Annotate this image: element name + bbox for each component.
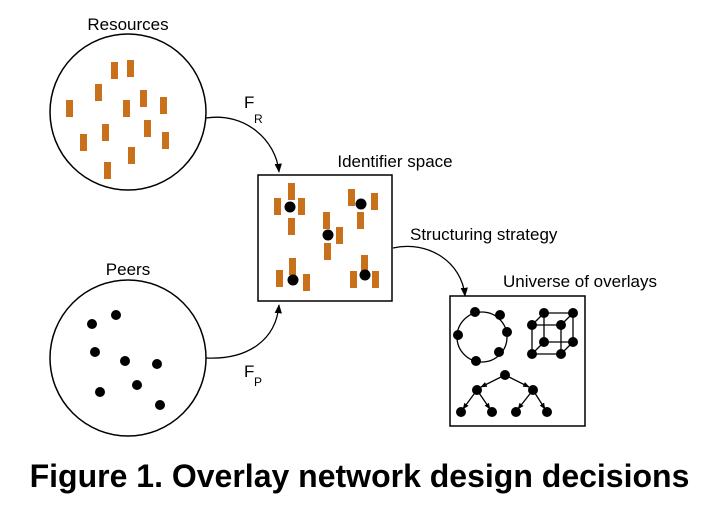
resource-item bbox=[372, 271, 379, 288]
resource-item bbox=[323, 212, 330, 229]
resource-item bbox=[371, 193, 378, 210]
resource-item bbox=[276, 270, 283, 287]
universe-of-overlays-label: Universe of overlays bbox=[503, 272, 657, 291]
universe-of-overlays-box bbox=[449, 295, 586, 427]
overlay-node bbox=[502, 327, 512, 337]
resource-items bbox=[66, 60, 169, 179]
resource-item bbox=[350, 271, 357, 288]
overlay-node bbox=[539, 337, 549, 347]
resource-item bbox=[298, 198, 305, 215]
structuring-strategy-label: Structuring strategy bbox=[410, 225, 558, 244]
fp-subscript: P bbox=[254, 375, 262, 389]
overlay-node bbox=[568, 337, 578, 347]
resource-item bbox=[274, 198, 281, 215]
resource-item bbox=[95, 84, 102, 101]
peer-node bbox=[90, 347, 100, 357]
structuring-arrow bbox=[392, 245, 468, 297]
resource-item bbox=[102, 124, 109, 141]
fp-arrow bbox=[205, 304, 282, 359]
resource-item bbox=[288, 183, 295, 200]
resource-item bbox=[128, 147, 135, 164]
peer-node bbox=[287, 274, 299, 286]
overlay-node bbox=[556, 320, 566, 330]
identifier-space-box bbox=[257, 174, 393, 302]
peer-node bbox=[132, 380, 142, 390]
peer-node bbox=[359, 269, 371, 281]
resource-item bbox=[80, 134, 87, 151]
resource-item bbox=[66, 100, 73, 117]
resource-item bbox=[336, 227, 343, 244]
resource-item bbox=[289, 258, 296, 275]
overlay-node bbox=[527, 349, 537, 359]
identifier-space-items bbox=[274, 183, 379, 291]
peer-node bbox=[155, 400, 165, 410]
figure-caption: Figure 1. Overlay network design decisio… bbox=[29, 458, 690, 494]
resources-label: Resources bbox=[87, 15, 168, 34]
resource-item bbox=[144, 120, 151, 137]
cube-connect-edges bbox=[531, 312, 574, 355]
resources-circle bbox=[49, 33, 207, 191]
overlay-node bbox=[528, 385, 538, 395]
overlay-node bbox=[495, 310, 505, 320]
overlay-node bbox=[471, 356, 481, 366]
overlay-node bbox=[539, 308, 549, 318]
overlay-node bbox=[542, 407, 552, 417]
resource-item bbox=[361, 255, 368, 272]
fp-label: F bbox=[244, 362, 254, 381]
identifier-space-label: Identifier space bbox=[337, 152, 452, 171]
overlay-node bbox=[453, 330, 463, 340]
resource-item bbox=[303, 274, 310, 291]
overlay-node bbox=[556, 349, 566, 359]
resource-item bbox=[111, 62, 118, 79]
resource-item bbox=[123, 100, 130, 117]
resource-item bbox=[324, 243, 331, 260]
peer-node bbox=[152, 359, 162, 369]
overlay-node bbox=[494, 347, 504, 357]
overlay-node bbox=[472, 385, 482, 395]
overlay-node bbox=[470, 307, 480, 317]
overlay-node bbox=[500, 370, 510, 380]
overlay-node bbox=[568, 308, 578, 318]
peer-node bbox=[284, 201, 296, 213]
resource-item bbox=[160, 97, 167, 114]
tree-overlay bbox=[456, 370, 552, 417]
overlay-node bbox=[456, 407, 466, 417]
resource-item bbox=[162, 132, 169, 149]
cube-overlay bbox=[527, 308, 578, 359]
resource-item bbox=[357, 212, 364, 229]
fr-subscript: R bbox=[254, 112, 263, 126]
resource-item bbox=[348, 189, 355, 206]
peer-nodes bbox=[87, 310, 165, 410]
ring-overlay bbox=[453, 307, 512, 366]
resource-item bbox=[288, 218, 295, 235]
overlay-node bbox=[511, 407, 521, 417]
fr-label: F bbox=[244, 93, 254, 112]
fr-arrow bbox=[205, 116, 282, 173]
peer-node bbox=[111, 310, 121, 320]
resource-item bbox=[127, 60, 134, 77]
peer-node bbox=[87, 319, 97, 329]
peer-node bbox=[120, 356, 130, 366]
overlay-node bbox=[527, 320, 537, 330]
resource-item bbox=[104, 162, 111, 179]
resource-item bbox=[140, 90, 147, 107]
peer-node bbox=[355, 198, 367, 210]
overlay-node bbox=[487, 407, 497, 417]
peer-node bbox=[95, 387, 105, 397]
peer-node bbox=[322, 229, 334, 241]
peers-label: Peers bbox=[106, 260, 150, 279]
